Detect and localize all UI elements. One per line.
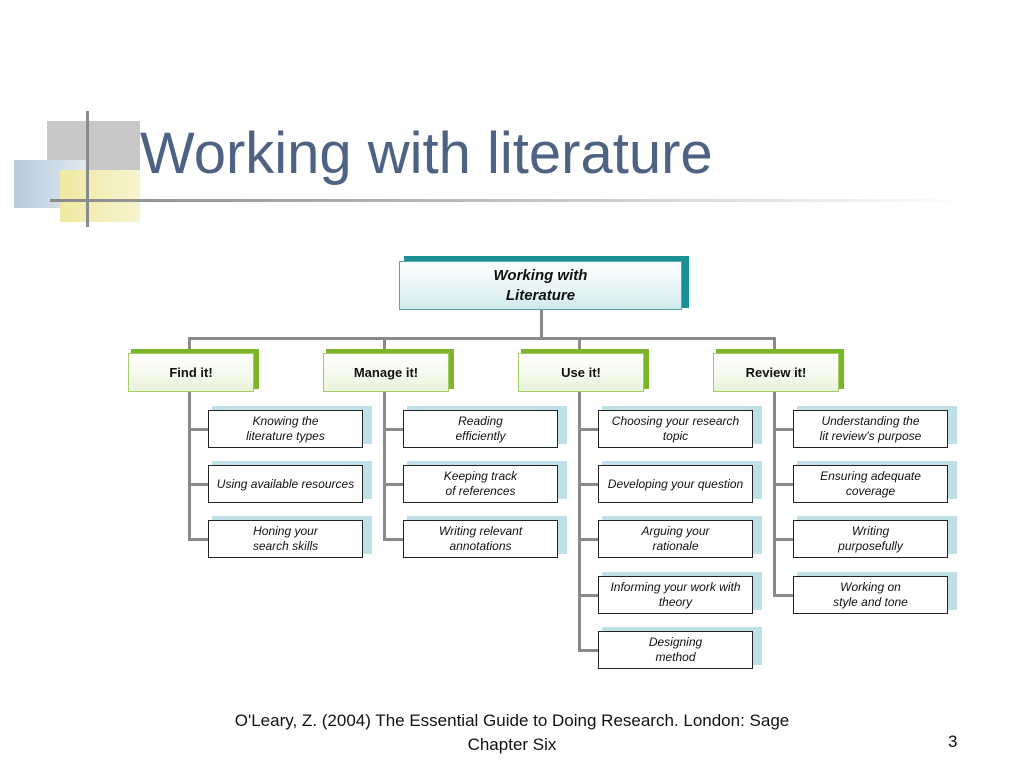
leaf-node: Understanding the lit review's purpose (793, 410, 948, 448)
leaf-connector (773, 538, 793, 541)
leaf-connector (383, 483, 403, 486)
leaf-node-label: Ensuring adequate coverage (820, 469, 921, 498)
leaf-connector (578, 428, 598, 431)
leaf-node-label: Knowing the literature types (246, 414, 325, 443)
leaf-connector (578, 538, 598, 541)
footer-citation: O'Leary, Z. (2004) The Essential Guide t… (234, 711, 790, 730)
branch-spine-connector (578, 392, 581, 652)
branch-node: Find it! (128, 353, 254, 392)
leaf-node: Developing your question (598, 465, 753, 503)
leaf-node-label: Reading efficiently (455, 414, 506, 443)
leaf-node: Writing relevant annotations (403, 520, 558, 558)
leaf-node: Knowing the literature types (208, 410, 363, 448)
leaf-connector (383, 538, 403, 541)
leaf-node-label: Writing purposefully (838, 524, 903, 553)
leaf-node: Working on style and tone (793, 576, 948, 614)
leaf-connector (773, 594, 793, 597)
leaf-node: Reading efficiently (403, 410, 558, 448)
branch-node-label: Manage it! (353, 365, 419, 380)
decorative-square-yellow (60, 170, 140, 222)
branch-drop-connector (383, 337, 386, 353)
leaf-node-label: Writing relevant annotations (438, 524, 523, 553)
leaf-connector (188, 538, 208, 541)
leaf-connector (578, 483, 598, 486)
branch-node-label: Find it! (169, 365, 213, 380)
title-underline (50, 199, 970, 202)
root-node: Working with Literature (399, 261, 682, 310)
leaf-node-label: Working on style and tone (833, 580, 908, 609)
branch-node-label: Use it! (561, 365, 601, 380)
leaf-node-label: Using available resources (216, 476, 355, 491)
leaf-node-label: Understanding the lit review's purpose (819, 414, 922, 443)
leaf-node-label: Developing your question (607, 476, 744, 491)
branch-node-label: Review it! (745, 365, 807, 380)
page-title: Working with literature (140, 121, 713, 186)
leaf-node-label: Honing your search skills (252, 524, 319, 553)
leaf-node-label: Designing method (648, 635, 703, 664)
leaf-node-label: Keeping track of references (443, 469, 518, 498)
leaf-connector (578, 649, 598, 652)
branch-node: Review it! (713, 353, 839, 392)
leaf-node: Writing purposefully (793, 520, 948, 558)
branch-node: Manage it! (323, 353, 449, 392)
leaf-node: Choosing your research topic (598, 410, 753, 448)
leaf-node: Using available resources (208, 465, 363, 503)
leaf-connector (188, 483, 208, 486)
leaf-node: Informing your work with theory (598, 576, 753, 614)
leaf-node: Keeping track of references (403, 465, 558, 503)
leaf-node: Honing your search skills (208, 520, 363, 558)
leaf-node: Designing method (598, 631, 753, 669)
decorative-vertical-line (86, 111, 89, 227)
leaf-node: Arguing your rationale (598, 520, 753, 558)
leaf-node-label: Choosing your research topic (611, 414, 740, 443)
leaf-connector (383, 428, 403, 431)
branch-node: Use it! (518, 353, 644, 392)
leaf-node: Ensuring adequate coverage (793, 465, 948, 503)
leaf-node-label: Informing your work with theory (610, 580, 741, 609)
branch-bus-connector (188, 337, 775, 340)
root-connector (540, 310, 543, 338)
footer-chapter: Chapter Six (467, 735, 557, 754)
leaf-node-label: Arguing your rationale (641, 524, 710, 553)
page-number: 3 (948, 732, 958, 751)
branch-spine-connector (383, 392, 386, 541)
branch-spine-connector (773, 392, 776, 597)
leaf-connector (773, 483, 793, 486)
branch-drop-connector (188, 337, 191, 353)
citation-footer: O'Leary, Z. (2004) The Essential Guide t… (150, 709, 874, 757)
root-node-label: Working with Literature (493, 266, 588, 304)
branch-spine-connector (188, 392, 191, 541)
branch-drop-connector (578, 337, 581, 353)
leaf-connector (188, 428, 208, 431)
leaf-connector (773, 428, 793, 431)
leaf-connector (578, 594, 598, 597)
branch-drop-connector (773, 337, 776, 353)
